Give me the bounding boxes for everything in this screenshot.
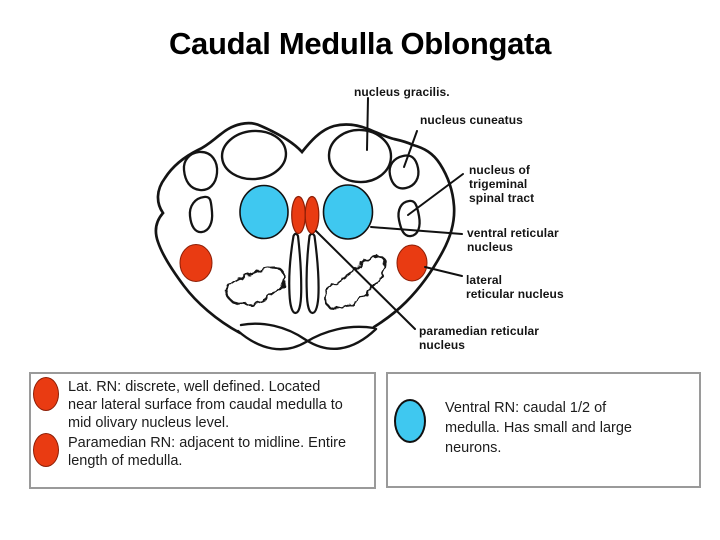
label-paramedian-reticular: paramedian reticular nucleus xyxy=(419,324,540,352)
paramedian-reticular-right-shape xyxy=(304,195,320,235)
label-nucleus-cuneatus: nucleus cuneatus xyxy=(420,113,523,127)
pointer-ventral-reticular xyxy=(370,226,463,235)
paramedian-rn-description: Paramedian RN: adjacent to midline. Enti… xyxy=(68,435,347,469)
pointer-paramedian-reticular xyxy=(315,230,416,330)
pointer-trigeminal-tract xyxy=(407,173,464,216)
label-ventral-reticular: ventral reticular nucleus xyxy=(467,226,559,254)
label-nucleus-gracilis: nucleus gracilis. xyxy=(354,85,450,99)
nucleus-cuneatus-right-shape xyxy=(388,154,420,190)
lateral-reticular-left-shape xyxy=(179,244,213,282)
medulla-outer-outline xyxy=(154,121,456,335)
pyramid-left-shape xyxy=(288,232,303,315)
olive-left-shape xyxy=(224,266,286,306)
olive-right-shape xyxy=(324,255,387,310)
ventral-reticular-right-shape xyxy=(322,184,374,240)
lat-rn-description: Lat. RN: discrete, well defined. Located… xyxy=(68,379,343,431)
decussation-arc-2 xyxy=(239,322,378,350)
pyramid-right-shape xyxy=(305,232,320,315)
paramedian-reticular-left-shape xyxy=(291,195,306,235)
pointer-lateral-reticular xyxy=(424,266,463,277)
lateral-reticular-right-shape xyxy=(396,244,428,282)
trigeminal-tract-left-shape xyxy=(188,195,214,234)
ventral-legend-box xyxy=(386,372,701,488)
nucleus-cuneatus-left-shape xyxy=(182,150,219,192)
label-trigeminal-tract: nucleus of trigeminal spinal tract xyxy=(469,163,535,205)
red-ellipse-bullet xyxy=(33,377,59,411)
ventral-reticular-left-shape xyxy=(239,184,289,240)
red-ellipse-bullet xyxy=(33,433,59,467)
pointer-nucleus-gracilis xyxy=(366,97,369,151)
cyan-ellipse-bullet xyxy=(394,399,426,443)
nucleus-gracilis-left-shape xyxy=(220,129,288,181)
decussation-arc-1 xyxy=(236,325,376,351)
pointer-nucleus-cuneatus xyxy=(403,130,418,168)
label-lateral-reticular: lateral reticular nucleus xyxy=(466,273,564,301)
page-title: Caudal Medulla Oblongata xyxy=(168,26,552,61)
nucleus-gracilis-right-shape xyxy=(327,128,393,184)
lateral-paramedian-legend-box xyxy=(29,372,376,489)
ventral-rn-description: Ventral RN: caudal 1/2 of medulla. Has s… xyxy=(445,400,632,456)
